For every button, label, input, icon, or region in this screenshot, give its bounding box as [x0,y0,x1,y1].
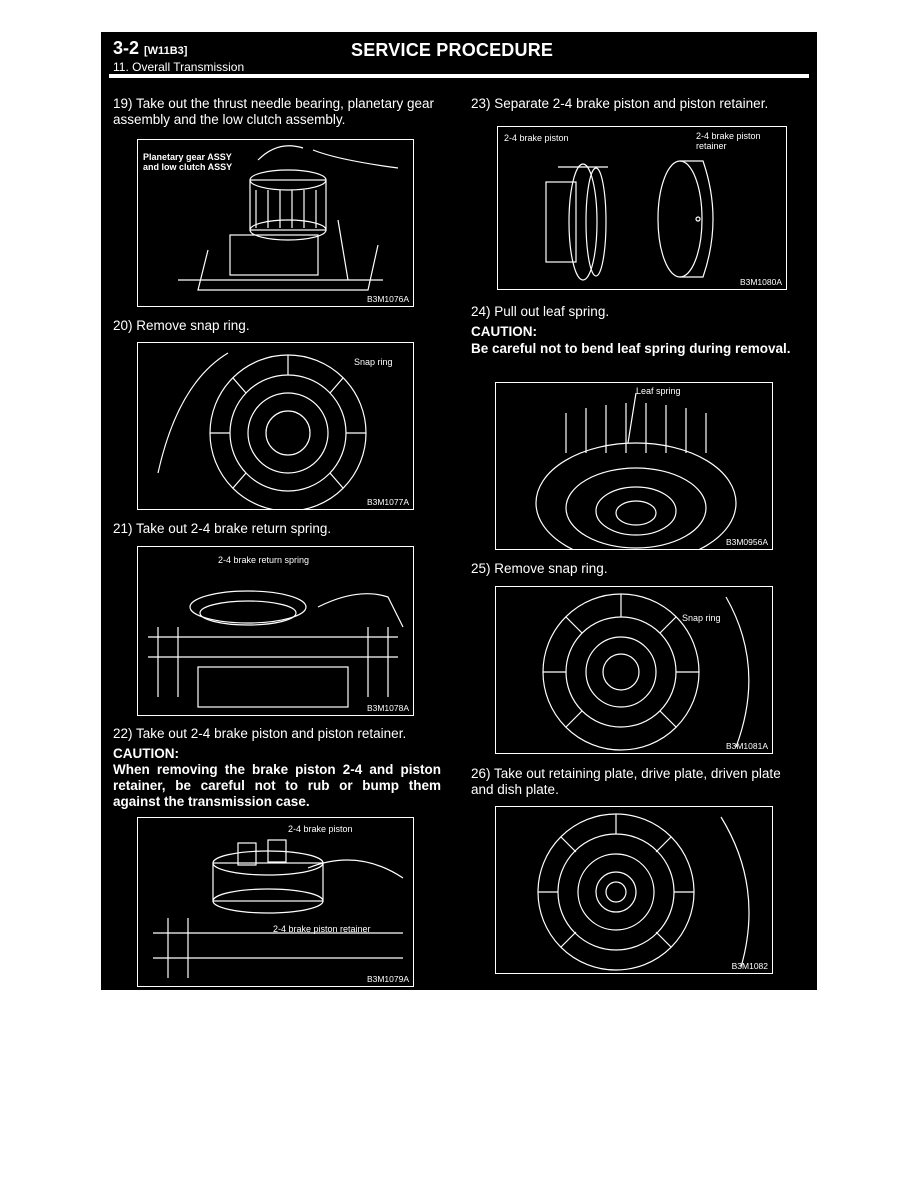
figure-label: Leaf spring [636,386,681,396]
step-23-text: 23) Separate 2-4 brake piston and piston… [471,96,769,111]
header-divider [109,74,809,78]
figure-brake-piston-removal: 2-4 brake piston 2-4 brake piston retain… [137,817,414,987]
caution-heading: CAUTION: [471,324,537,339]
step-20-text: 20) Remove snap ring. [113,318,250,333]
section-title: 11. Overall Transmission [113,60,245,74]
figure-code: B3M0956A [725,537,768,547]
caution-heading: CAUTION: [113,746,179,761]
figure-label: 2-4 brake piston [288,824,353,834]
figure-code: B3M1078A [366,703,409,713]
figure-piston-and-retainer: 2-4 brake piston 2-4 brake piston retain… [497,126,787,290]
figure-leaf-spring: Leaf spring B3M0956A [495,382,773,550]
figure-label: 2-4 brake piston [504,133,569,143]
step-24-text: 24) Pull out leaf spring. [471,304,610,319]
figure-snap-ring-20: Snap ring B3M1077A [137,342,414,510]
planetary-gear-illustration [178,145,399,291]
figure-code: B3M1081A [725,741,768,751]
step-19-text: 19) Take out the thrust needle bearing, … [113,96,434,127]
figure-label: Planetary gear ASSY and low clutch ASSY [143,152,233,172]
figure-code: B3M1077A [366,497,409,507]
manual-page: 3-2 [W11B3] 11. Overall Transmission SERV… [101,32,817,990]
return-spring-illustration [148,590,404,708]
page-code: [W11B3] [144,45,188,57]
page-title: SERVICE PROCEDURE [351,40,554,60]
brake-piston-removal-illustration [153,839,404,978]
figure-code: B3M1080A [739,277,782,287]
piston-retainer-illustration [545,160,714,281]
caution-text: When removing the brake piston 2-4 and p… [113,762,441,809]
caution-text: Be careful not to bend leaf spring durin… [471,341,791,356]
figure-label: 2-4 brake piston retainer [696,131,761,151]
figure-label: 2-4 brake return spring [218,555,310,565]
step-26-text: 26) Take out retaining plate, drive plat… [471,766,781,797]
figure-code: B3M1079A [366,974,409,984]
figure-label: Snap ring [682,613,721,623]
figure-plates: B3M1082 [495,806,773,974]
figure-return-spring: 2-4 brake return spring B3M1078A [137,546,414,716]
page-number-text: 3-2 [113,38,140,58]
figure-planetary-gear: Planetary gear ASSY and low clutch ASSY … [137,139,414,307]
figure-code: B3M1082 [731,961,768,971]
figure-label: Snap ring [354,357,393,367]
snap-ring-illustration [542,593,750,751]
figure-label: 2-4 brake piston retainer [273,924,371,934]
page-number: 3-2 [W11B3] [113,38,187,59]
plates-illustration [537,813,750,971]
figure-snap-ring-25: Snap ring B3M1081A [495,586,773,754]
step-21-text: 21) Take out 2-4 brake return spring. [113,521,332,536]
snap-ring-illustration [157,352,367,509]
step-22-text: 22) Take out 2-4 brake piston and piston… [113,726,407,741]
step-25-text: 25) Remove snap ring. [471,561,608,576]
figure-code: B3M1076A [366,294,409,304]
leaf-spring-illustration [535,392,737,549]
page-header: 3-2 [W11B3] 11. Overall Transmission SERV… [113,38,803,78]
